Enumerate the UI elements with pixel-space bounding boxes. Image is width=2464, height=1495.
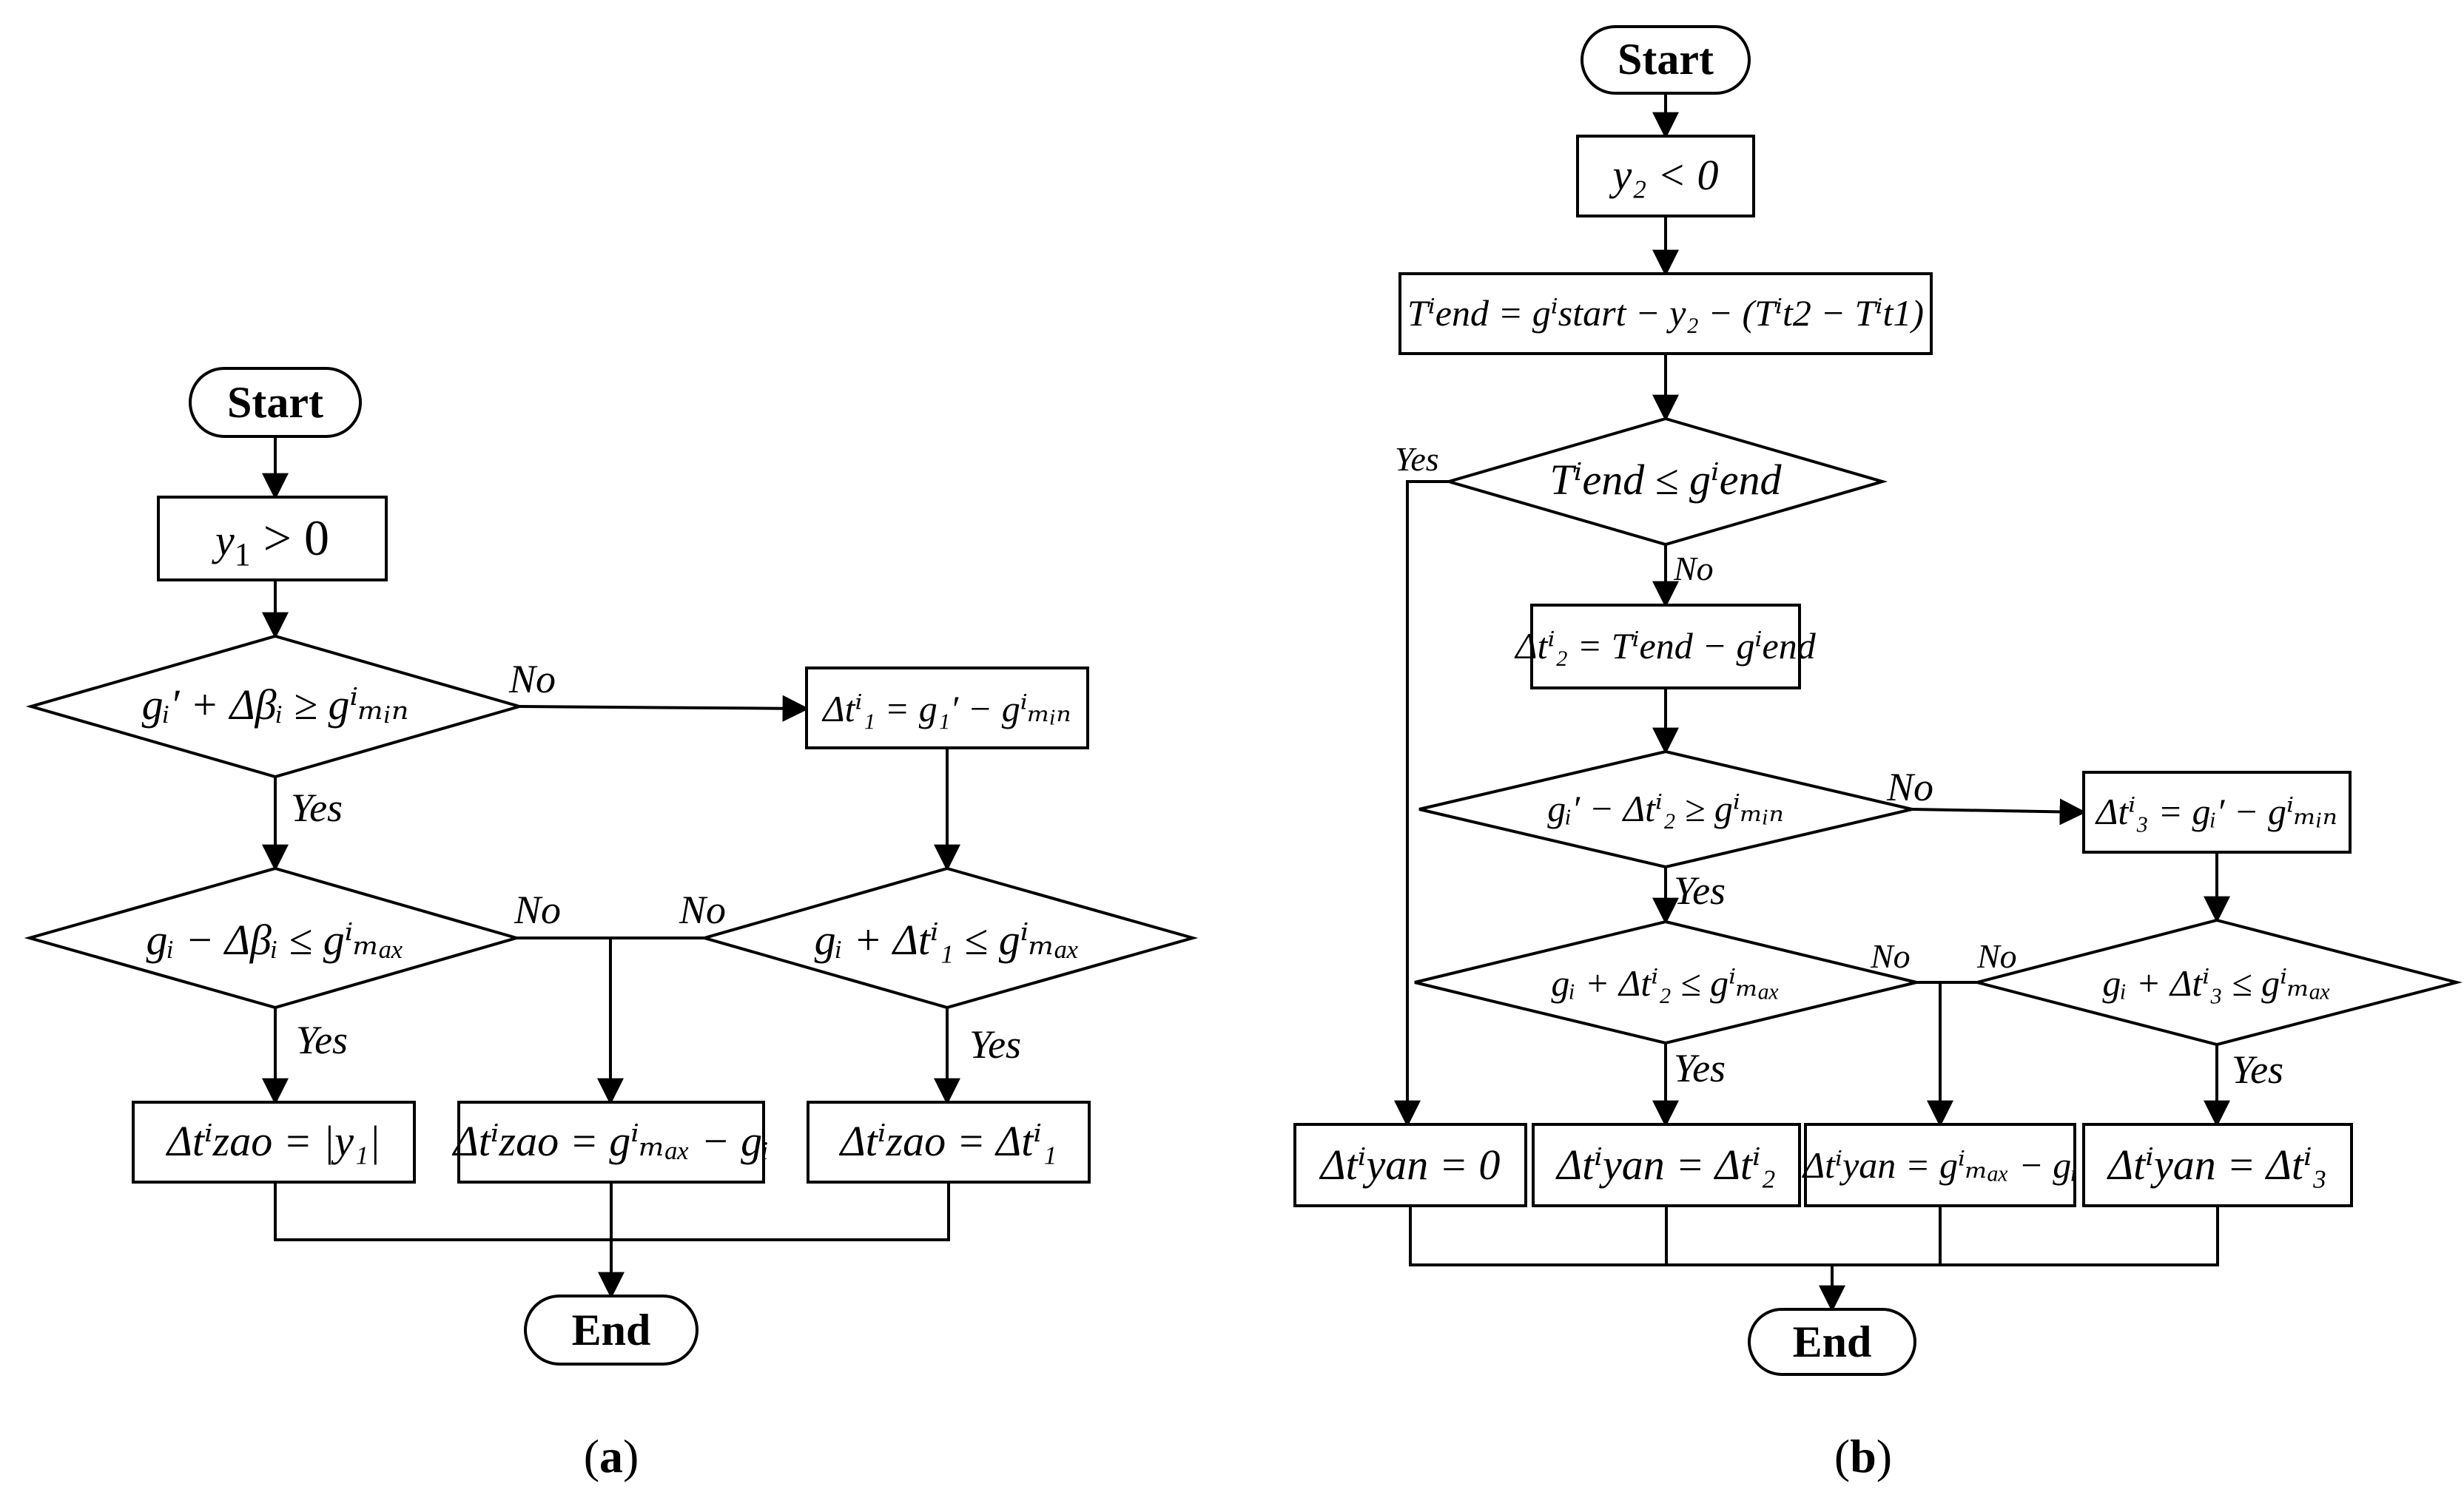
panel-b-box-tend-text: Tⁱend = gⁱstart − y₂ − (Tⁱt2 − Tⁱt1) xyxy=(1407,292,1924,334)
panel-a-yes-label-1: Yes xyxy=(291,786,343,830)
panel-b-yes-label-4: Yes xyxy=(2232,1047,2283,1092)
panel-a-output-3: Δtⁱzao = Δtⁱ₁ xyxy=(807,1101,1091,1184)
panel-b-condition-y2-box: y₂ < 0 xyxy=(1576,135,1755,217)
panel-a: Start y1 > 0 gᵢ′ + Δβᵢ ≥ gⁱₘᵢₙ No Δtⁱ₁ =… xyxy=(24,367,1199,1482)
panel-a-output-1-text: Δtⁱzao = |y₁| xyxy=(166,1117,380,1165)
panel-b-no-label-4: No xyxy=(1976,937,2017,975)
panel-a-no-label-3: No xyxy=(679,888,726,932)
panel-a-decision-1: gᵢ′ + Δβᵢ ≥ gⁱₘᵢₙ xyxy=(25,634,525,779)
panel-a-y1-sub: 1 xyxy=(235,536,251,573)
panel-a-caption: (a) xyxy=(584,1430,639,1482)
panel-b-end-terminal: End xyxy=(1748,1308,1916,1376)
panel-a-no-label-1: No xyxy=(508,657,556,701)
panel-a-box-dt1-text: Δtⁱ₁ = g₁′ − gⁱₘᵢₙ xyxy=(821,688,1071,729)
panel-a-start-terminal: Start xyxy=(189,367,362,438)
panel-b-output-4-text: Δtⁱyan = Δtⁱ₃ xyxy=(2107,1141,2327,1189)
panel-a-yes-label-2: Yes xyxy=(296,1018,348,1062)
panel-a-output-1: Δtⁱzao = |y₁| xyxy=(132,1101,416,1184)
panel-b-decision-1-text: Tⁱend ≤ gⁱend xyxy=(1550,456,1783,504)
panel-a-decision-3: gᵢ + Δtⁱ₁ ≤ gⁱₘₐₓ xyxy=(699,866,1199,1010)
panel-b-decision-3-text: gᵢ + Δtⁱ₂ ≤ gⁱₘₐₓ xyxy=(1551,962,1780,1004)
panel-a-end-label: End xyxy=(572,1306,651,1354)
panel-b-start-terminal: Start xyxy=(1581,25,1751,95)
panel-a-y1-rel: > 0 xyxy=(251,510,329,566)
panel-b-output-1: Δtⁱyan = 0 xyxy=(1293,1123,1527,1207)
panel-b-box-dt2: Δtⁱ₂ = Tⁱend − gⁱend xyxy=(1514,604,1817,689)
panel-b-end-label: End xyxy=(1793,1317,1872,1366)
panel-a-decision-1-text: gᵢ′ + Δβᵢ ≥ gⁱₘᵢₙ xyxy=(142,681,409,729)
panel-a-output-3-text: Δtⁱzao = Δtⁱ₁ xyxy=(839,1117,1057,1165)
panel-b-decision-1: Tⁱend ≤ gⁱend xyxy=(1443,416,1888,547)
panel-b-output-2: Δtⁱyan = Δtⁱ₂ xyxy=(1532,1123,1801,1207)
panel-b-output-1-text: Δtⁱyan = 0 xyxy=(1319,1141,1501,1189)
panel-a-yes-label-3: Yes xyxy=(969,1022,1021,1067)
panel-b-no-label-2: No xyxy=(1886,765,1933,809)
panel-b-no-label-1: No xyxy=(1673,550,1714,587)
panel-a-end-terminal: End xyxy=(524,1295,699,1366)
panel-a-box-dt1: Δtⁱ₁ = g₁′ − gⁱₘᵢₙ xyxy=(805,666,1089,749)
panel-b: Start y₂ < 0 Tⁱend = gⁱstart − y₂ − (Tⁱt… xyxy=(1293,25,2463,1482)
panel-a-y1-var: y xyxy=(212,516,235,564)
panel-a-no-label-2: No xyxy=(514,888,561,932)
panel-b-decision-3: gᵢ + Δtⁱ₂ ≤ gⁱₘₐₓ xyxy=(1414,919,1917,1045)
panel-a-decision-2-text: gᵢ − Δβᵢ ≤ gⁱₘₐₓ xyxy=(147,916,405,964)
panel-b-box-dt3-text: Δtⁱ₃ = gᵢ′ − gⁱₘᵢₙ xyxy=(2095,791,2337,832)
panel-b-decision-2: gᵢ′ − Δtⁱ₂ ≥ gⁱₘᵢₙ xyxy=(1418,749,1913,869)
panel-a-decision-2: gᵢ − Δβᵢ ≤ gⁱₘₐₓ xyxy=(24,866,522,1010)
panel-b-output-3-text: Δtⁱyan = gⁱₘₐₓ − gᵢ xyxy=(1802,1144,2077,1186)
panel-b-output-2-text: Δtⁱyan = Δtⁱ₂ xyxy=(1555,1141,1776,1189)
panel-b-yes-label-2: Yes xyxy=(1674,868,1726,913)
panel-a-start-label: Start xyxy=(227,378,323,427)
panel-a-decision-3-text: gᵢ + Δtⁱ₁ ≤ gⁱₘₐₓ xyxy=(815,916,1080,964)
panel-b-yes-label-3: Yes xyxy=(1674,1046,1726,1090)
panel-b-decision-2-text: gᵢ′ − Δtⁱ₂ ≥ gⁱₘᵢₙ xyxy=(1547,788,1784,829)
panel-b-decision-4-text: gᵢ + Δtⁱ₃ ≤ gⁱₘₐₓ xyxy=(2102,962,2331,1004)
panel-b-box-tend: Tⁱend = gⁱstart − y₂ − (Tⁱt2 − Tⁱt1) xyxy=(1398,272,1933,355)
panel-a-output-2-text: Δtⁱzao = gⁱₘₐₓ − gᵢ xyxy=(452,1117,770,1165)
panel-a-output-2: Δtⁱzao = gⁱₘₐₓ − gᵢ xyxy=(452,1101,770,1184)
panel-b-output-3: Δtⁱyan = gⁱₘₐₓ − gᵢ xyxy=(1802,1123,2077,1207)
panel-b-start-label: Start xyxy=(1618,35,1714,84)
panel-b-decision-4: gᵢ + Δtⁱ₃ ≤ gⁱₘₐₓ xyxy=(1971,918,2463,1047)
svg-text:y1 > 0: y1 > 0 xyxy=(212,510,329,573)
panel-b-yes-label-1: Yes xyxy=(1395,440,1439,478)
panel-b-box-dt3: Δtⁱ₃ = gᵢ′ − gⁱₘᵢₙ xyxy=(2082,771,2352,854)
panel-b-no-label-3: No xyxy=(1870,937,1911,975)
panel-b-condition-y2-text: y₂ < 0 xyxy=(1609,151,1718,199)
panel-b-output-4: Δtⁱyan = Δtⁱ₃ xyxy=(2082,1123,2353,1207)
panel-b-box-dt2-text: Δtⁱ₂ = Tⁱend − gⁱend xyxy=(1514,625,1816,666)
panel-b-caption: (b) xyxy=(1834,1430,1892,1482)
panel-a-condition-y1-box: y1 > 0 xyxy=(157,496,388,581)
